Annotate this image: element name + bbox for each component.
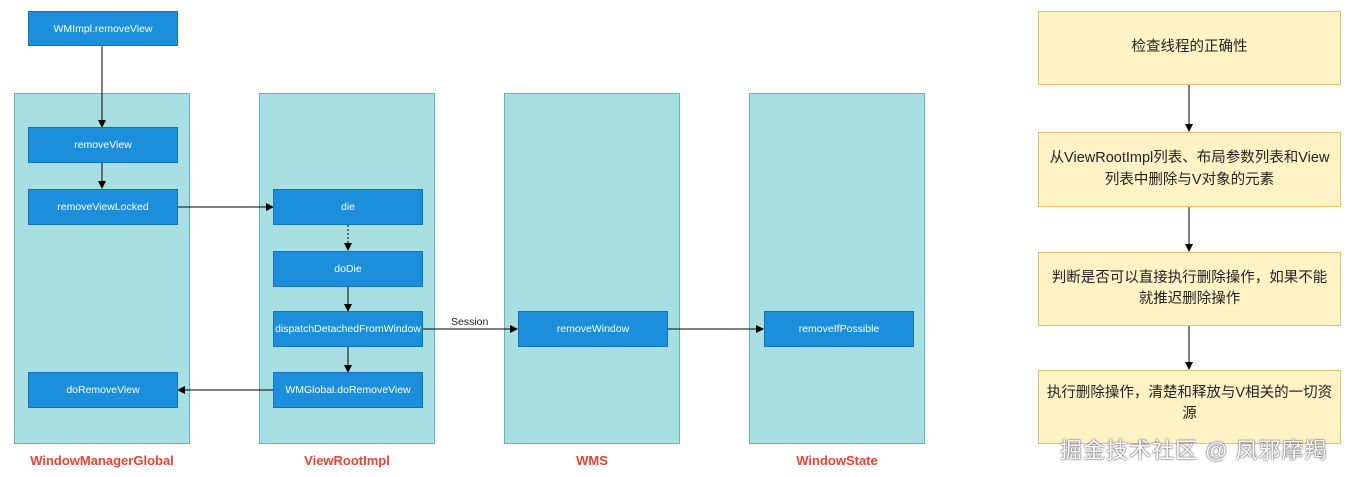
node-do-die: doDie [273,251,423,287]
node-dispatch-detached-from-window: dispatchDetachedFromWindow [273,311,423,347]
lane-label-view-root-impl: ViewRootImpl [304,453,390,468]
node-remove-window: removeWindow [518,311,668,347]
node-wmimpl-remove-view: WMImpl.removeView [28,11,178,46]
edge-label-session: Session [451,316,489,328]
node-die: die [273,189,423,225]
lane-label-window-state: WindowState [796,453,878,468]
step-check-thread: 检查线程的正确性 [1038,11,1341,85]
lane-wms [504,93,680,444]
node-remove-if-possible: removeIfPossible [764,311,914,347]
node-do-remove-view: doRemoveView [28,372,178,408]
node-remove-view-locked: removeViewLocked [28,189,178,225]
lane-label-wms: WMS [576,453,608,468]
node-wmglobal-do-remove-view: WMGlobal.doRemoveView [273,372,423,408]
node-remove-view: removeView [28,127,178,163]
step-remove-from-lists: 从ViewRootImpl列表、布局参数列表和View列表中删除与V对象的元素 [1038,132,1341,207]
lane-label-window-manager-global: WindowManagerGlobal [30,453,174,468]
step-perform-removal: 执行删除操作，清楚和释放与V相关的一切资源 [1038,370,1341,444]
watermark: 掘金技术社区 @ 凤邪摩羯 [1060,438,1328,463]
lane-window-state [749,93,925,444]
step-check-deferred: 判断是否可以直接执行删除操作，如果不能就推迟删除操作 [1038,252,1341,326]
